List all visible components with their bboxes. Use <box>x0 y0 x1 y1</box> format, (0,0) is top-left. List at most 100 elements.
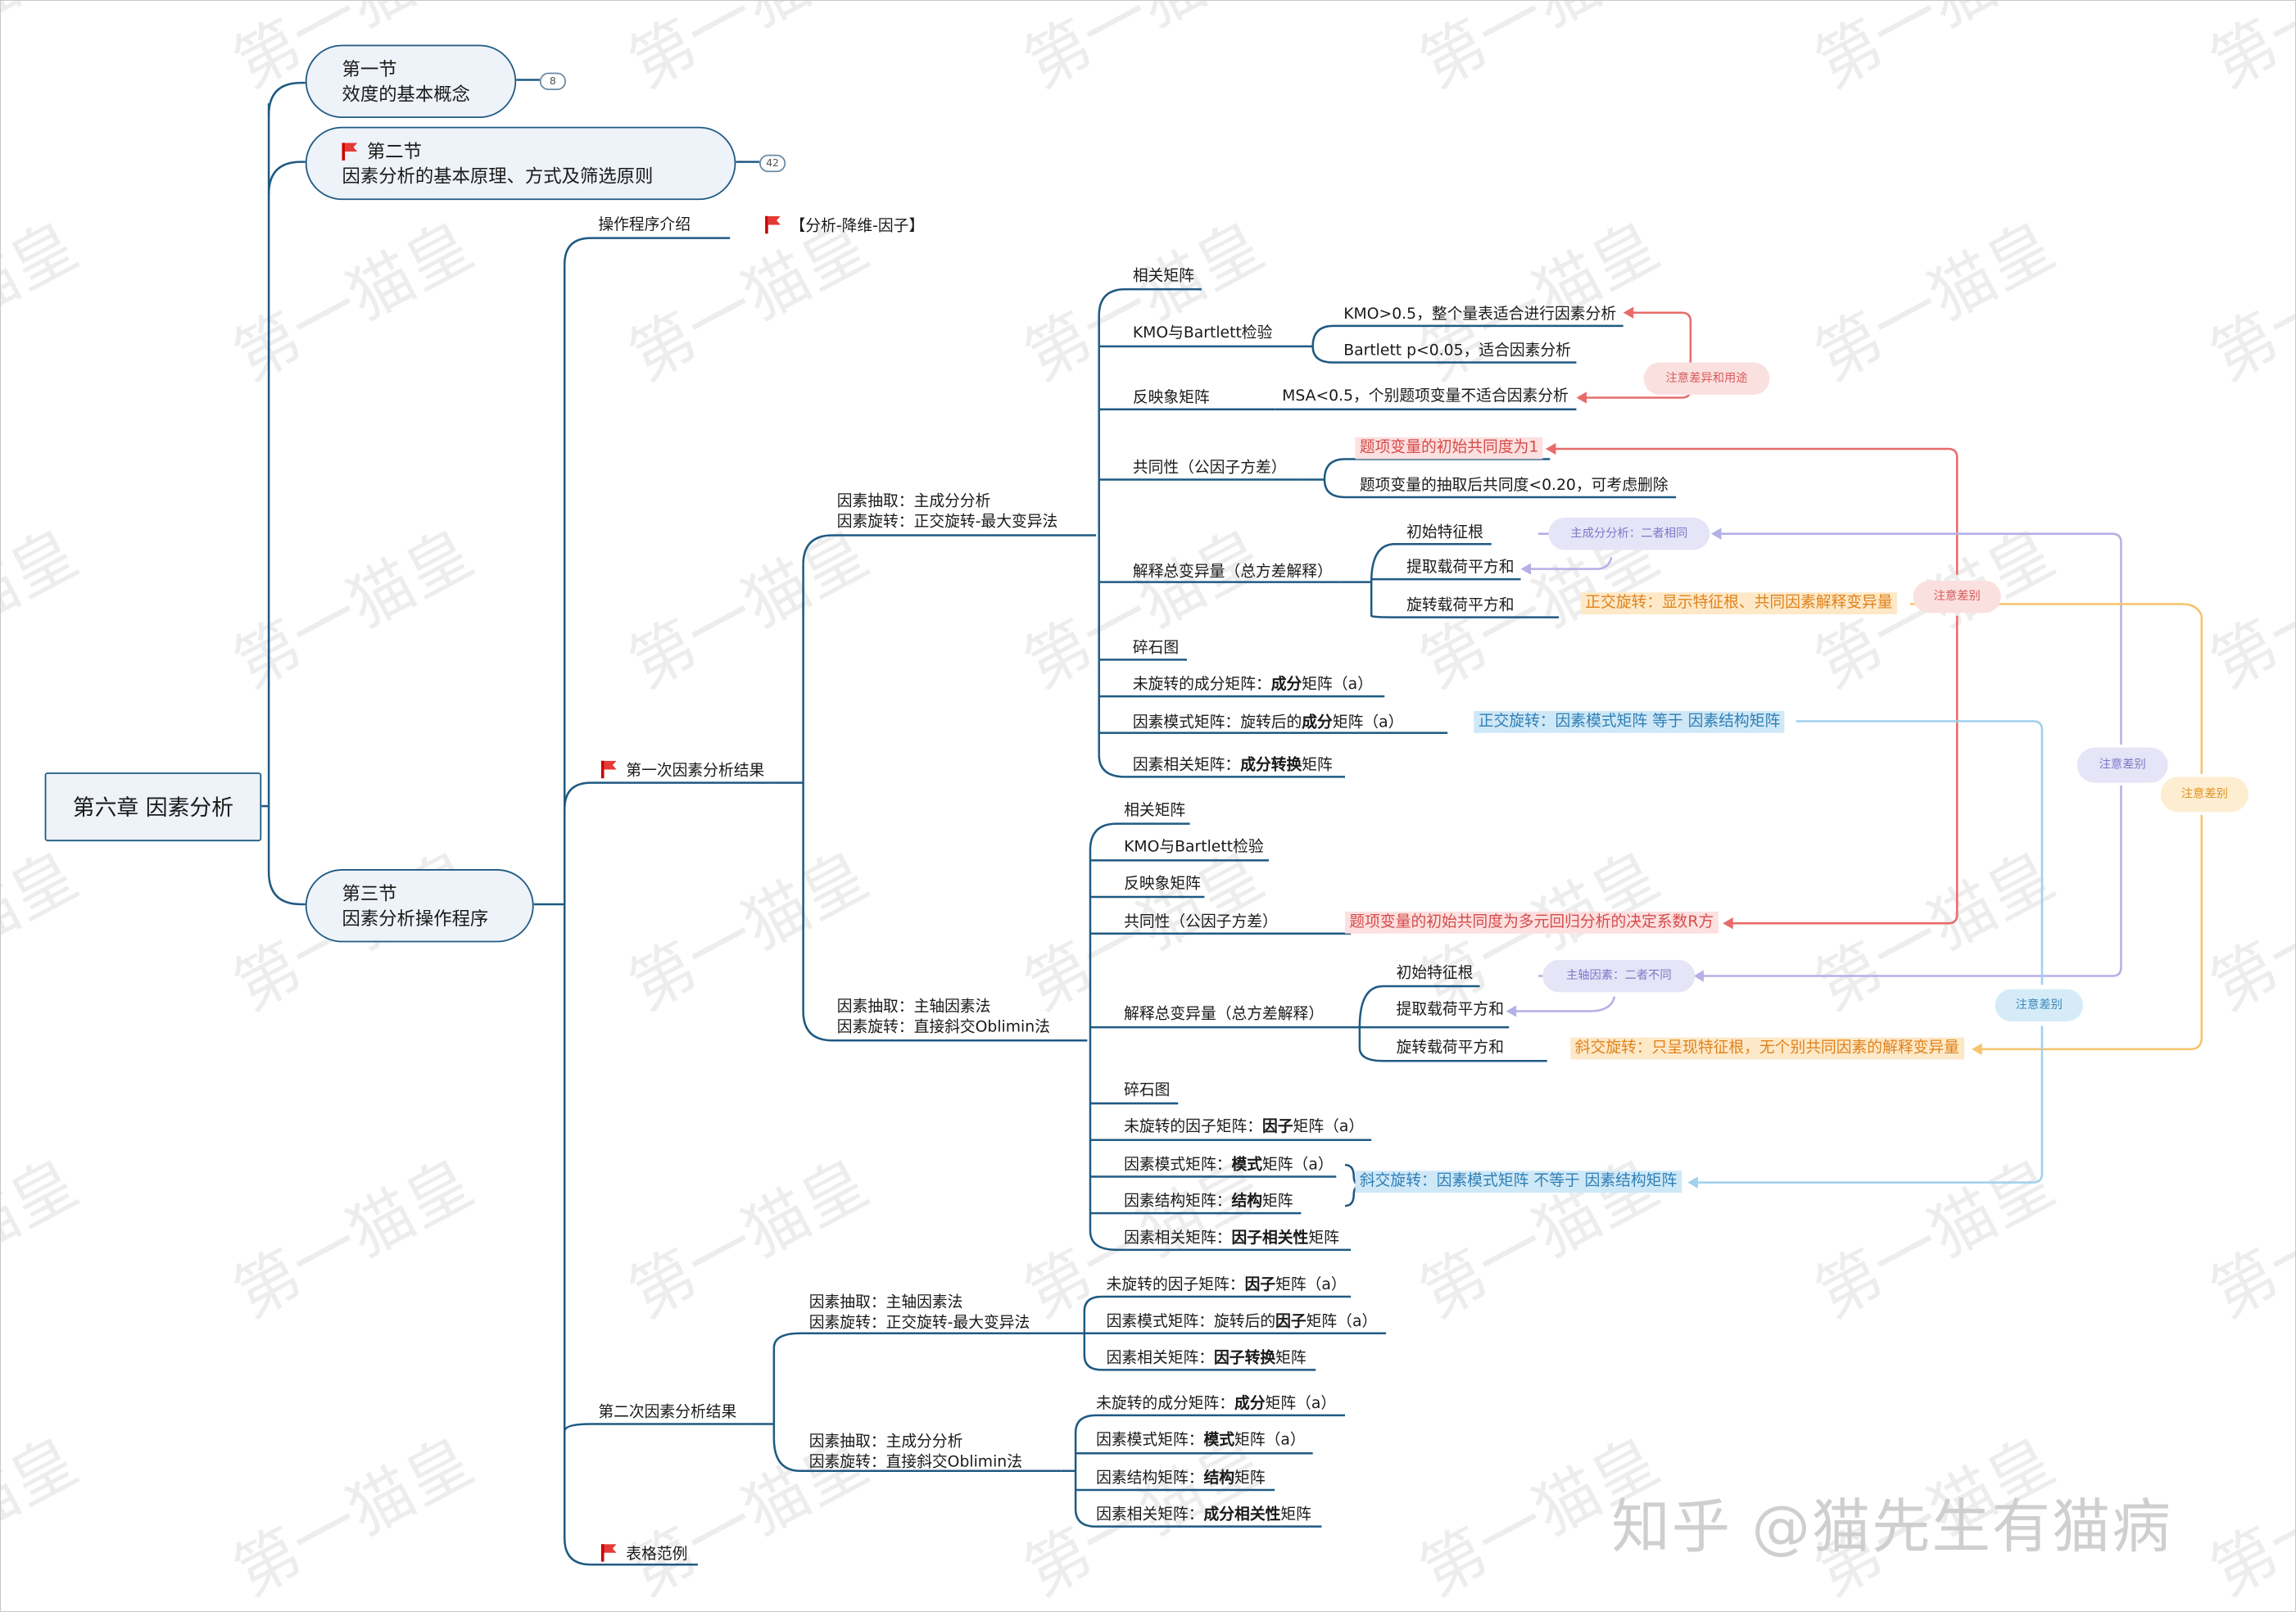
section-2-count[interactable]: 42 <box>759 154 786 173</box>
paf-anti-image[interactable]: 反映象矩阵 <box>1124 875 1201 893</box>
watermark-text: 第一猫皇 <box>1012 1 1275 102</box>
pca-rotate-note[interactable]: 正交旋转：显示特征根、共同因素解释变异量 <box>1580 592 1897 615</box>
pca-pattern-matrix[interactable]: 因素模式矩阵：旋转后的成分矩阵（a） <box>1132 713 1404 732</box>
watermark-text: 第一猫皇 <box>1 208 89 396</box>
paf-rotate-note[interactable]: 斜交旋转：只呈现特征根，无个别共同因素的解释变异量 <box>1570 1037 1964 1060</box>
paf-scree[interactable]: 碎石图 <box>1124 1081 1171 1099</box>
paf-rotate-ss[interactable]: 旋转载荷平方和 <box>1396 1039 1504 1057</box>
pca-kmo-rule[interactable]: KMO>0.5，整个量表适合进行因素分析 <box>1343 305 1617 324</box>
paf-corr-matrix[interactable]: 相关矩阵 <box>1124 801 1186 820</box>
watermark-text: 第一猫皇 <box>617 1 880 102</box>
watermark-text: 第一猫皇 <box>1408 208 1671 396</box>
paf-communality-note[interactable]: 题项变量的初始共同度为多元回归分析的决定系数R方 <box>1345 911 1719 934</box>
second-m1-item[interactable]: 因素相关矩阵：因子转换矩阵 <box>1106 1349 1307 1367</box>
root-label: 第六章 因素分析 <box>72 794 234 822</box>
pca-unrotated-matrix[interactable]: 未旋转的成分矩阵：成分矩阵（a） <box>1132 676 1373 694</box>
intro-label[interactable]: 操作程序介绍 <box>598 215 691 234</box>
paf-unrotated-matrix[interactable]: 未旋转的因子矩阵：因子矩阵（a） <box>1124 1117 1365 1136</box>
second-m2-item[interactable]: 因素结构矩阵：结构矩阵 <box>1096 1469 1266 1487</box>
pca-scree[interactable]: 碎石图 <box>1132 639 1180 657</box>
note-diff-orange[interactable]: 注意差别 <box>2160 777 2248 813</box>
pca-initial-eigen[interactable]: 初始特征根 <box>1406 523 1483 541</box>
pca-method-label[interactable]: 因素抽取：主成分分析因素旋转：正交旋转-最大变异法 <box>836 492 1058 532</box>
paf-structure-matrix[interactable]: 因素结构矩阵：结构矩阵 <box>1124 1193 1293 1211</box>
pca-anti-image[interactable]: 反映象矩阵 <box>1132 388 1210 407</box>
pca-rotate-ss[interactable]: 旋转载荷平方和 <box>1406 596 1515 615</box>
section-3-node[interactable]: 第三节 因素分析操作程序 <box>305 869 534 943</box>
note-paf-different[interactable]: 主轴因素：二者不同 <box>1542 959 1696 993</box>
table-example-label[interactable]: 表格范例 <box>600 1544 688 1564</box>
note-kmo-difference[interactable]: 注意差异和用途 <box>1643 362 1770 395</box>
watermark-text: 第一猫皇 <box>2199 837 2296 1025</box>
note-diff-blue[interactable]: 注意差别 <box>1995 989 2083 1021</box>
note-pca-same[interactable]: 主成分分析：二者相同 <box>1548 518 1710 550</box>
intro-note-text: 【分析-降维-因子】 <box>790 217 925 236</box>
watermark-text: 第一猫皇 <box>1 1 89 102</box>
pca-communality-initial[interactable]: 题项变量的初始共同度为1 <box>1355 437 1543 460</box>
note-diff-red[interactable]: 注意差别 <box>1913 580 2001 614</box>
zhihu-watermark: 知乎 @猫先生有猫病 <box>1611 1494 2172 1562</box>
second-m2-item[interactable]: 因素相关矩阵：成分相关性矩阵 <box>1096 1506 1311 1524</box>
watermark-text: 第一猫皇 <box>1803 1145 2066 1333</box>
watermark-text: 第一猫皇 <box>2199 208 2296 396</box>
pca-factor-corr-matrix[interactable]: 因素相关矩阵：成分转换矩阵 <box>1132 756 1333 774</box>
second-m2-item[interactable]: 因素模式矩阵：模式矩阵（a） <box>1096 1431 1306 1449</box>
pca-bartlett-rule[interactable]: Bartlett p<0.05，适合因素分析 <box>1343 342 1571 360</box>
flag-icon <box>765 215 781 234</box>
watermark-text: 第一猫皇 <box>2199 1145 2296 1333</box>
branch-lines <box>261 79 1677 1566</box>
second-m1-item[interactable]: 未旋转的因子矩阵：因子矩阵（a） <box>1106 1275 1347 1294</box>
second-m1-item[interactable]: 因素模式矩阵：旋转后的因子矩阵（a） <box>1106 1312 1378 1331</box>
paf-method-label[interactable]: 因素抽取：主轴因素法因素旋转：直接斜交Oblimin法 <box>836 998 1050 1036</box>
intro-note[interactable]: 【分析-降维-因子】 <box>765 215 925 237</box>
section-1-node[interactable]: 第一节 效度的基本概念 <box>305 44 517 119</box>
paf-pattern-matrix[interactable]: 因素模式矩阵：模式矩阵（a） <box>1124 1156 1334 1174</box>
section-3-subtitle: 因素分析操作程序 <box>342 907 489 930</box>
watermark-text: 第一猫皇 <box>1408 1 1671 102</box>
flag-icon <box>600 760 618 779</box>
paf-initial-eigen[interactable]: 初始特征根 <box>1396 964 1474 982</box>
watermark-text: 第一猫皇 <box>2199 1 2296 102</box>
section-2-title: 第二节 <box>366 139 422 162</box>
second-method-2[interactable]: 因素抽取：主成分分析因素旋转：直接斜交Oblimin法 <box>808 1433 1022 1471</box>
section-1-title: 第一节 <box>342 57 397 80</box>
first-analysis-label[interactable]: 第一次因素分析结果 <box>600 760 764 781</box>
watermark-text: 第一猫皇 <box>1012 515 1275 703</box>
table-example-text: 表格范例 <box>626 1545 688 1564</box>
pca-kmo-test[interactable]: KMO与Bartlett检验 <box>1132 324 1273 342</box>
second-method-1[interactable]: 因素抽取：主轴因素法因素旋转：正交旋转-最大变异法 <box>808 1293 1030 1332</box>
watermark-text: 第一猫皇 <box>222 208 485 396</box>
watermark-text: 第一猫皇 <box>2199 515 2296 703</box>
pca-total-variance[interactable]: 解释总变异量（总方差解释） <box>1132 563 1333 581</box>
paf-factor-corr-matrix[interactable]: 因素相关矩阵：因子相关性矩阵 <box>1124 1229 1339 1247</box>
paf-communality[interactable]: 共同性（公因子方差） <box>1124 912 1278 931</box>
arrowheads <box>1506 306 1982 1189</box>
paf-kmo-test[interactable]: KMO与Bartlett检验 <box>1124 838 1264 856</box>
watermark-text: 第一猫皇 <box>1 515 89 703</box>
section-3-title: 第三节 <box>342 882 397 904</box>
pca-extract-ss[interactable]: 提取载荷平方和 <box>1406 559 1515 577</box>
watermark-text: 第一猫皇 <box>1 1145 89 1333</box>
second-analysis-label[interactable]: 第二次因素分析结果 <box>598 1403 737 1421</box>
section-1-subtitle: 效度的基本概念 <box>342 83 470 105</box>
pca-communality[interactable]: 共同性（公因子方差） <box>1132 459 1287 477</box>
paf-total-variance[interactable]: 解释总变异量（总方差解释） <box>1124 1005 1325 1023</box>
pca-msa-rule[interactable]: MSA<0.5，个别题项变量不适合因素分析 <box>1282 387 1569 405</box>
note-diff-purple[interactable]: 注意差别 <box>2076 747 2168 783</box>
section-2-subtitle: 因素分析的基本原理、方式及筛选原则 <box>342 165 654 188</box>
pca-corr-matrix[interactable]: 相关矩阵 <box>1132 267 1194 285</box>
section-1-count[interactable]: 8 <box>539 72 567 91</box>
pca-pattern-note[interactable]: 正交旋转：因素模式矩阵 等于 因素结构矩阵 <box>1474 710 1785 733</box>
pca-communality-extract[interactable]: 题项变量的抽取后共同度<0.20，可考虑删除 <box>1359 476 1669 495</box>
watermark-text: 第一猫皇 <box>1 837 89 1025</box>
second-m2-item[interactable]: 未旋转的成分矩阵：成分矩阵（a） <box>1096 1394 1337 1413</box>
paf-extract-ss[interactable]: 提取载荷平方和 <box>1396 1000 1504 1019</box>
section-2-node[interactable]: 第二节 因素分析的基本原理、方式及筛选原则 <box>305 126 736 201</box>
root-node[interactable]: 第六章 因素分析 <box>44 772 262 842</box>
watermark-text: 第一猫皇 <box>1803 1 2066 102</box>
watermark-text: 第一猫皇 <box>1803 208 2066 396</box>
paf-structure-note[interactable]: 斜交旋转：因素模式矩阵 不等于 因素结构矩阵 <box>1355 1171 1682 1193</box>
